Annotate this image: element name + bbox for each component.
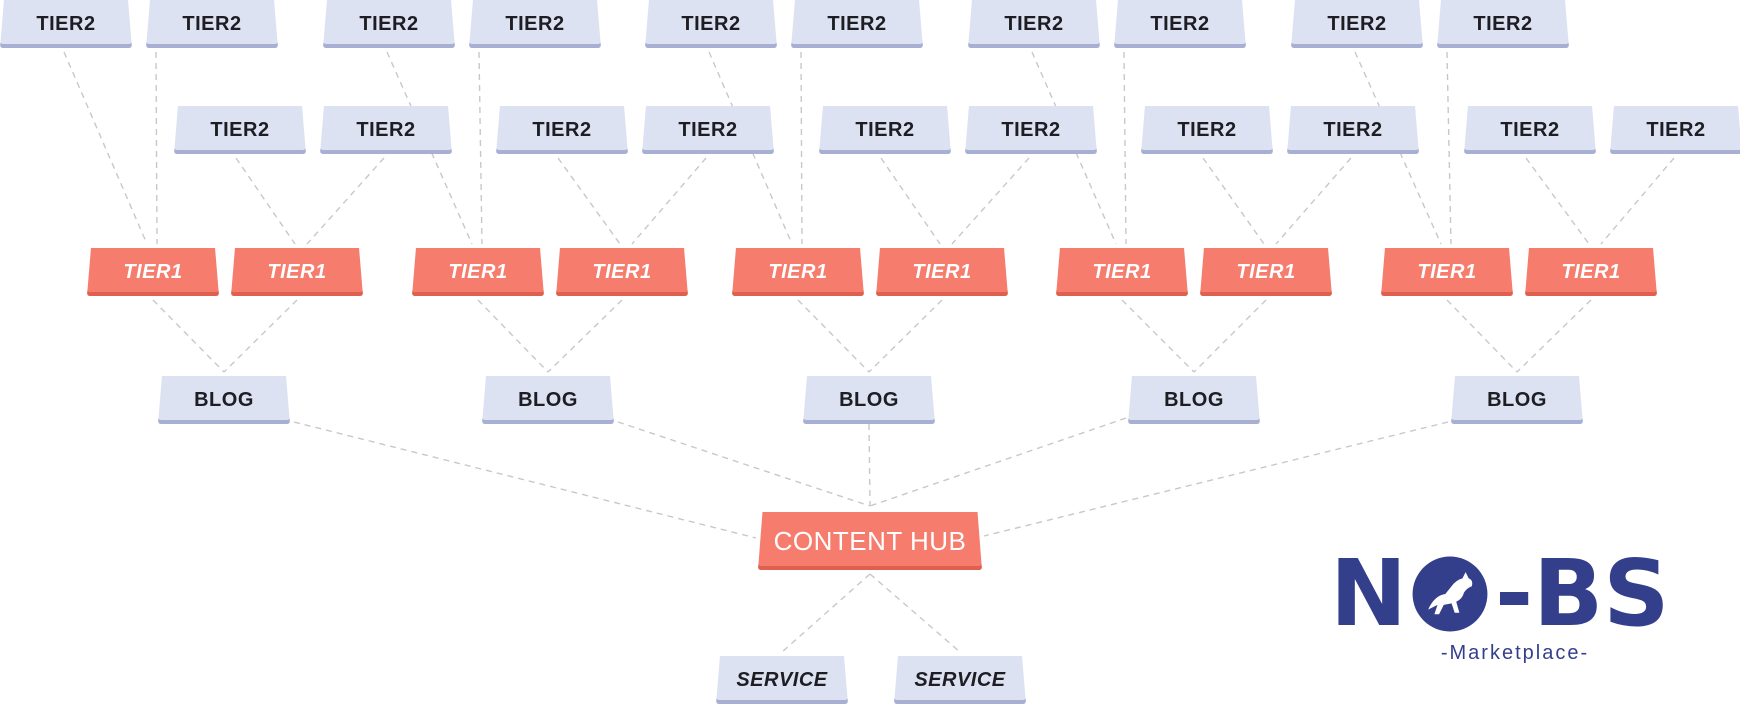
- tier2-node: TIER2: [1610, 106, 1740, 154]
- connector-hub-service: [869, 573, 961, 653]
- tier1-node: TIER1: [556, 248, 688, 296]
- connector-tier2-tier1: [1354, 51, 1442, 245]
- tier2-node: TIER2: [320, 106, 452, 154]
- connector-tier2-tier1: [235, 157, 296, 245]
- tier1-node: TIER1: [1381, 248, 1513, 296]
- connector-hub-service: [781, 573, 871, 653]
- connector-blog-hub: [869, 417, 1127, 507]
- connector-tier2-tier1: [306, 157, 385, 245]
- tier2-node: TIER2: [819, 106, 951, 154]
- tier2-node: TIER2: [1287, 106, 1419, 154]
- content-hub-node: CONTENT HUB: [758, 512, 982, 570]
- service-node: SERVICE: [716, 656, 848, 704]
- tier2-node: TIER2: [968, 0, 1100, 48]
- blog-node: BLOG: [803, 376, 935, 424]
- connector-tier2-tier1: [1600, 157, 1675, 245]
- tier1-node: TIER1: [876, 248, 1008, 296]
- connector-tier1-blog: [1121, 299, 1195, 373]
- tier2-node: TIER2: [496, 106, 628, 154]
- tier2-node: TIER2: [0, 0, 132, 48]
- connector-tier1-blog: [1516, 299, 1592, 373]
- tier2-node: TIER2: [323, 0, 455, 48]
- tier2-node: TIER2: [1437, 0, 1569, 48]
- connector-tier2-tier1: [478, 51, 483, 245]
- blog-node: BLOG: [1128, 376, 1260, 424]
- tier2-node: TIER2: [1114, 0, 1246, 48]
- connector-tier2-tier1: [1202, 157, 1265, 245]
- connector-tier2-tier1: [1446, 51, 1452, 245]
- tier2-node: TIER2: [469, 0, 601, 48]
- tier1-node: TIER1: [1525, 248, 1657, 296]
- blog-node: BLOG: [482, 376, 614, 424]
- tier1-node: TIER1: [1200, 248, 1332, 296]
- tier2-node: TIER2: [1291, 0, 1423, 48]
- tier1-node: TIER1: [1056, 248, 1188, 296]
- connector-tier1-blog: [797, 299, 870, 373]
- connector-tier2-tier1: [951, 157, 1030, 245]
- logo-wordmark: N -BS: [1330, 548, 1690, 640]
- connector-tier1-blog: [547, 299, 623, 373]
- connector-tier2-tier1: [631, 157, 707, 245]
- connector-blog-hub: [293, 421, 757, 539]
- logo-letter-n: N: [1330, 540, 1407, 647]
- connector-tier1-blog: [223, 299, 298, 373]
- connector-tier2-tier1: [155, 51, 158, 245]
- blog-node: BLOG: [1451, 376, 1583, 424]
- tier2-node: TIER2: [645, 0, 777, 48]
- bull-icon: [1412, 556, 1488, 632]
- tier2-node: TIER2: [965, 106, 1097, 154]
- connector-tier1-blog: [1193, 299, 1267, 373]
- connector-tier2-tier1: [800, 51, 803, 245]
- blog-node: BLOG: [158, 376, 290, 424]
- connector-tier2-tier1: [1525, 157, 1590, 245]
- tier1-node: TIER1: [87, 248, 219, 296]
- connector-blog-hub: [983, 421, 1449, 537]
- connector-blog-hub: [617, 421, 871, 507]
- connector-tier2-tier1: [1123, 51, 1127, 245]
- connector-tier1-blog: [477, 299, 549, 373]
- no-bs-marketplace-logo: N -BS -Marketplace-: [1330, 548, 1690, 668]
- connector-blog-hub: [868, 423, 871, 507]
- service-node: SERVICE: [894, 656, 1026, 704]
- connector-tier2-tier1: [1275, 157, 1352, 245]
- tier1-node: TIER1: [412, 248, 544, 296]
- tier2-node: TIER2: [642, 106, 774, 154]
- connector-tier1-blog: [868, 299, 943, 373]
- logo-letters-bs: -BS: [1495, 540, 1670, 647]
- tier2-node: TIER2: [174, 106, 306, 154]
- connector-tier1-blog: [152, 299, 225, 373]
- tier1-node: TIER1: [231, 248, 363, 296]
- logo-subtitle: -Marketplace-: [1440, 642, 1590, 664]
- connector-tier1-blog: [1446, 299, 1518, 373]
- tier1-node: TIER1: [732, 248, 864, 296]
- tier2-node: TIER2: [146, 0, 278, 48]
- tier2-node: TIER2: [1141, 106, 1273, 154]
- connector-tier2-tier1: [557, 157, 621, 245]
- connector-tier2-tier1: [63, 51, 148, 245]
- tier2-node: TIER2: [791, 0, 923, 48]
- tier2-node: TIER2: [1464, 106, 1596, 154]
- connector-tier2-tier1: [880, 157, 941, 245]
